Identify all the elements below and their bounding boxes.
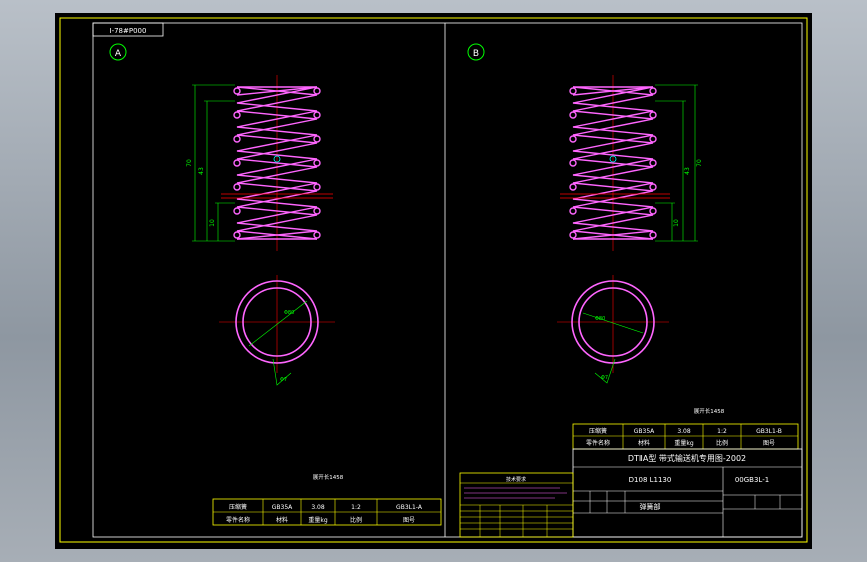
tb-b-weight: 3.08	[677, 428, 691, 435]
cad-drawing: I-78#P000 A B	[59, 17, 808, 543]
tb-b-h-scale: 比例	[716, 439, 728, 447]
spring-b-coils	[569, 86, 657, 240]
view-b-developed-length: 展开长1458	[694, 407, 725, 415]
tb-a-h-scale: 比例	[350, 516, 362, 524]
title-block-a: 压缩簧 GB35A 3.08 1:2 GB3L1-A 零件名称 材料 重量kg …	[212, 498, 442, 526]
view-b-label: B	[473, 49, 479, 59]
drawing-viewport[interactable]: I-78#P000 A B	[55, 13, 812, 549]
spring-a-diameter: Φ80	[284, 310, 294, 316]
spring-b-center-mark	[609, 155, 617, 163]
tb-b-material: GB35A	[634, 428, 655, 435]
spring-a-coils	[233, 86, 321, 240]
spring-a-inner-circle	[242, 287, 312, 357]
spring-b-diameter: Φ80	[595, 316, 605, 322]
tb-a-h-weight: 重量kg	[308, 516, 327, 524]
spring-b-wire: Φ7	[601, 375, 608, 381]
spring-view-a: 70 43 10 Φ80 Φ7	[186, 75, 335, 386]
tb-a-part-name: 压缩簧	[229, 503, 247, 511]
tb-a-drawing-no: GB3L1-A	[396, 504, 423, 511]
tb-b-h-material: 材料	[638, 439, 650, 447]
drawing-code-right: 00GB3L-1	[735, 476, 769, 484]
spring-a-diameter-line	[248, 300, 308, 347]
view-a-label: A	[115, 49, 122, 59]
department: 弹簧部	[640, 502, 661, 511]
tb-a-h-material: 材料	[276, 516, 288, 524]
sheet-outer-frame	[59, 17, 808, 543]
tb-a-weight: 3.08	[311, 504, 325, 511]
tech-requirements-table: 技术要求	[459, 472, 723, 538]
tb-b-scale: 1:2	[717, 428, 727, 435]
sheet-inner-frame	[92, 22, 803, 538]
spring-b-free-height: 70	[696, 159, 703, 167]
view-a-label-circle	[109, 43, 127, 61]
number-tag-box	[92, 22, 164, 37]
tb-a-scale: 1:2	[351, 504, 361, 511]
tb-b-part-name: 压缩簧	[589, 427, 607, 435]
tb-b-h-weight: 重量kg	[674, 439, 693, 447]
view-a-developed-length: 展开长1458	[313, 473, 344, 481]
spring-b-pitch: 43	[684, 167, 691, 175]
spring-a-outer-circle	[235, 280, 319, 364]
tb-a-h-part-name: 零件名称	[226, 516, 250, 524]
spring-b-outer-circle	[571, 280, 655, 364]
view-b-label-circle	[467, 43, 485, 61]
tb-b-h-part-name: 零件名称	[586, 439, 610, 447]
tech-requirements-title: 技术要求	[506, 476, 526, 483]
spring-b-end: 10	[673, 219, 680, 227]
spring-a-free-height: 70	[186, 159, 193, 167]
tb-b-h-drawing-no: 图号	[763, 440, 775, 447]
tb-b-drawing-no: GB3L1-B	[756, 428, 782, 435]
spring-b-dimensions	[655, 84, 698, 242]
tb-a-h-drawing-no: 图号	[403, 517, 415, 524]
spring-a-end: 10	[209, 219, 216, 227]
spring-b-wire-leader	[594, 358, 616, 384]
spring-a-dimensions	[192, 84, 235, 242]
drawing-number-tag: I-78#P000	[110, 27, 147, 35]
spring-a-wire: Φ7	[280, 377, 287, 383]
spring-a-pitch: 43	[198, 167, 205, 175]
spring-a-wire-leader	[272, 358, 292, 386]
spring-b-inner-circle	[578, 287, 648, 357]
spring-a-center-mark	[273, 155, 281, 163]
project-title: DTⅡA型 带式输送机专用图-2002	[628, 453, 746, 463]
drawing-code-left: D108 L1130	[629, 476, 672, 484]
title-block-b: 压缩簧 GB35A 3.08 1:2 GB3L1-B 零件名称 材料 重量kg …	[572, 423, 803, 538]
spring-b-diameter-line	[582, 312, 644, 334]
spring-view-b: 70 43 10 Φ80 Φ7	[557, 75, 703, 384]
tb-a-material: GB35A	[272, 504, 293, 511]
